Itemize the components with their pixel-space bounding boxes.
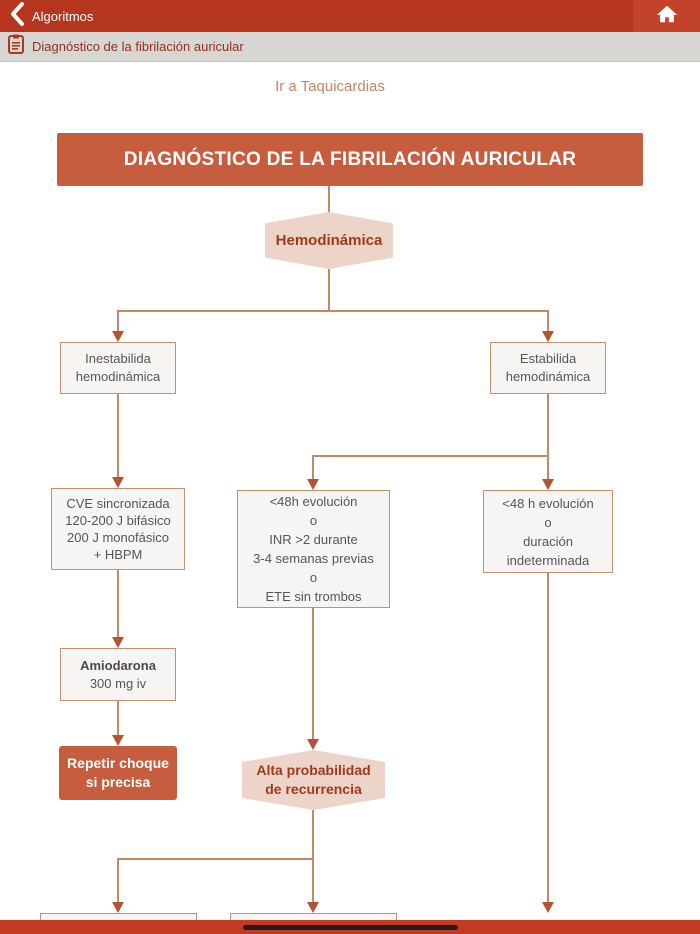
node-alta-probabilidad: Alta probabilidad de recurrencia	[242, 750, 385, 810]
connector	[547, 310, 549, 332]
connector	[547, 573, 549, 903]
node-hemodinamica: Hemodinámica	[265, 212, 393, 269]
node-inestabilidad: Inestabilida hemodinámica	[60, 342, 176, 394]
node-line: indeterminada	[506, 552, 590, 568]
connector	[117, 701, 119, 736]
arrowhead	[542, 902, 554, 913]
connector	[117, 394, 119, 478]
node-line: o	[544, 514, 552, 530]
arrowhead	[307, 902, 319, 913]
node-line: Repetir choque	[67, 755, 169, 771]
connector	[312, 608, 314, 740]
node-amiodarona: Amiodarona 300 mg iv	[60, 648, 176, 701]
go-to-taquicardias-link[interactable]: Ir a Taquicardias	[275, 78, 385, 95]
connector	[117, 570, 119, 638]
node-line: 300 mg iv	[89, 675, 147, 691]
node-line: hemodinámica	[505, 369, 591, 384]
node-line: si precisa	[85, 774, 151, 790]
node-cve: CVE sincronizada 120-200 J bifásico 200 …	[51, 488, 185, 570]
node-line: 120-200 J bifásico	[65, 513, 171, 528]
arrowhead	[307, 739, 319, 750]
node-line: hemodinámica	[75, 369, 161, 384]
node-line: duración	[523, 533, 573, 549]
node-line: <48 h evolución	[502, 495, 594, 511]
connector	[312, 858, 314, 903]
connector	[547, 394, 549, 456]
node-line: Estabilida	[519, 351, 577, 366]
node-line: 3-4 semanas previas	[253, 551, 374, 566]
node-evolucion-indeterminada: <48 h evolución o duración indeterminada	[483, 490, 613, 573]
arrowhead	[112, 902, 124, 913]
arrowhead	[112, 331, 124, 342]
node-evolucion-corta: <48h evolución o INR >2 durante 3-4 sema…	[237, 490, 390, 608]
home-button[interactable]	[633, 0, 700, 32]
node-line: CVE sincronizada	[66, 496, 170, 511]
node-line: INR >2 durante	[269, 532, 358, 547]
arrowhead	[542, 479, 554, 490]
connector	[328, 186, 330, 212]
node-line: ETE sin trombos	[265, 589, 362, 604]
node-line: + HBPM	[93, 547, 143, 562]
node-line: 200 J monofásico	[67, 530, 169, 545]
arrowhead	[112, 637, 124, 648]
node-line: o	[309, 570, 318, 585]
connector	[312, 810, 314, 860]
top-nav-bar: Algoritmos	[0, 0, 700, 32]
connector	[117, 858, 119, 903]
chevron-left-icon	[8, 1, 26, 31]
node-line: <48h evolución	[269, 494, 358, 509]
home-indicator[interactable]	[243, 925, 458, 930]
node-estabilidad: Estabilida hemodinámica	[490, 342, 606, 394]
node-label: Hemodinámica	[275, 232, 383, 249]
connector	[117, 310, 119, 332]
connector	[547, 455, 549, 480]
back-button[interactable]: Algoritmos	[0, 0, 93, 32]
connector	[118, 858, 314, 860]
algorithm-title-banner: DIAGNÓSTICO DE LA FIBRILACIÓN AURICULAR	[57, 133, 643, 186]
node-line: de recurrencia	[265, 781, 362, 797]
connector	[312, 455, 314, 480]
arrowhead	[542, 331, 554, 342]
node-line: Alta probabilidad	[256, 762, 371, 778]
breadcrumb-title: Diagnóstico de la fibrilación auricular	[32, 39, 244, 54]
connector	[118, 310, 549, 312]
arrowhead	[112, 477, 124, 488]
clipboard-icon	[8, 34, 24, 59]
arrowhead	[307, 479, 319, 490]
home-icon	[656, 3, 678, 30]
connector	[328, 269, 330, 311]
node-line: o	[309, 513, 318, 528]
arrowhead	[112, 735, 124, 746]
node-line: Inestabilida	[85, 351, 151, 366]
breadcrumb: Diagnóstico de la fibrilación auricular	[0, 32, 700, 62]
connector	[313, 455, 549, 457]
back-button-label: Algoritmos	[32, 8, 94, 24]
node-line: Amiodarona	[80, 657, 156, 673]
node-repetir-choque: Repetir choque si precisa	[59, 746, 177, 800]
